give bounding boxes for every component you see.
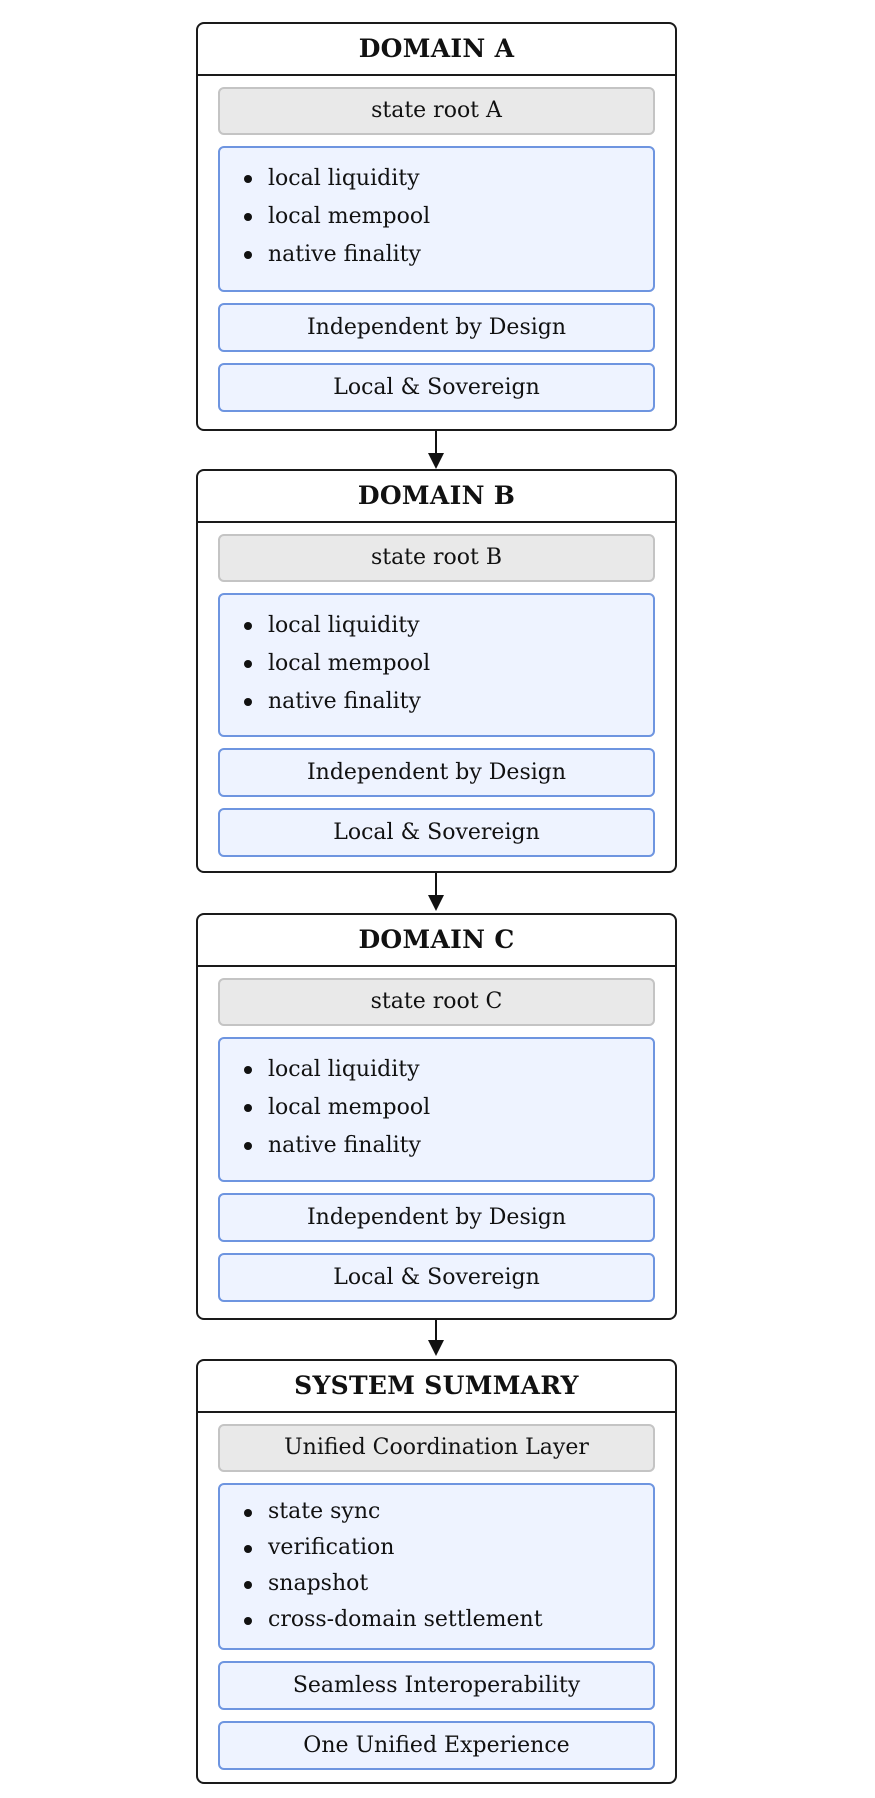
domain-a-tag-independent: Independent by Design (218, 303, 655, 352)
list-item: local liquidity (244, 160, 653, 198)
list-item: local liquidity (244, 607, 653, 645)
domain-c-title: DOMAIN C (198, 915, 675, 967)
domain-b-state-root: state root B (218, 534, 655, 582)
list-item: verification (244, 1530, 653, 1566)
list-item: local mempool (244, 198, 653, 236)
coordination-layer-box: Unified Coordination Layer (218, 1424, 655, 1472)
domain-b-feature-list: local liquidity local mempool native fin… (218, 593, 655, 737)
domain-c-panel: DOMAIN C state root C local liquidity lo… (196, 913, 677, 1320)
domain-b-title: DOMAIN B (198, 471, 675, 523)
summary-tag-interoperability: Seamless Interoperability (218, 1661, 655, 1710)
system-summary-title: SYSTEM SUMMARY (198, 1361, 675, 1413)
domain-a-panel: DOMAIN A state root A local liquidity lo… (196, 22, 677, 431)
domain-a-title: DOMAIN A (198, 24, 675, 76)
domain-a-feature-list: local liquidity local mempool native fin… (218, 146, 655, 292)
list-item: native finality (244, 236, 653, 274)
list-item: snapshot (244, 1566, 653, 1602)
domain-b-panel: DOMAIN B state root B local liquidity lo… (196, 469, 677, 873)
system-summary-panel: SYSTEM SUMMARY Unified Coordination Laye… (196, 1359, 677, 1784)
list-item: cross-domain settlement (244, 1602, 653, 1638)
list-item: local mempool (244, 645, 653, 683)
domain-c-state-root: state root C (218, 978, 655, 1026)
summary-tag-unified-experience: One Unified Experience (218, 1721, 655, 1770)
domain-a-tag-sovereign: Local & Sovereign (218, 363, 655, 412)
domain-a-state-root: state root A (218, 87, 655, 135)
domain-c-tag-independent: Independent by Design (218, 1193, 655, 1242)
list-item: local mempool (244, 1089, 653, 1127)
list-item: native finality (244, 1127, 653, 1165)
domain-b-tag-independent: Independent by Design (218, 748, 655, 797)
domain-c-tag-sovereign: Local & Sovereign (218, 1253, 655, 1302)
domain-c-feature-list: local liquidity local mempool native fin… (218, 1037, 655, 1182)
summary-feature-list: state sync verification snapshot cross-d… (218, 1483, 655, 1650)
domain-b-tag-sovereign: Local & Sovereign (218, 808, 655, 857)
list-item: local liquidity (244, 1051, 653, 1089)
list-item: native finality (244, 683, 653, 721)
list-item: state sync (244, 1494, 653, 1530)
